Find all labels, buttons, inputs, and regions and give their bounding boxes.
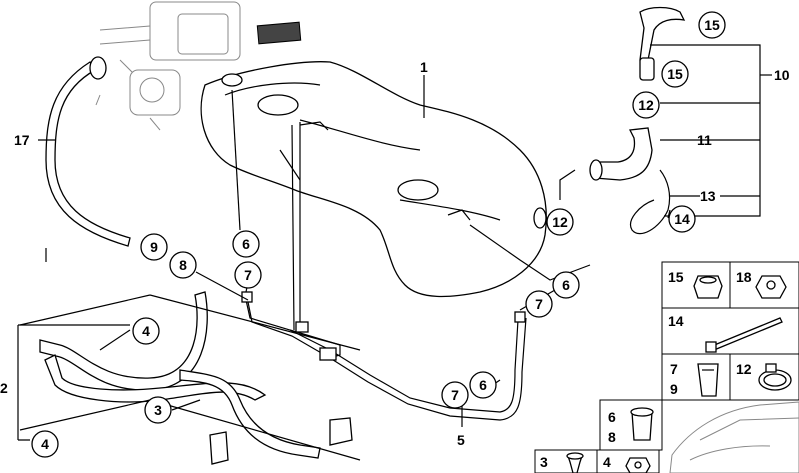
callout-12a-text: 12 — [552, 214, 568, 230]
callout-15b-text: 15 — [667, 66, 683, 82]
callout-6c: 6 — [552, 271, 580, 299]
legend-15: 15 — [668, 269, 684, 285]
label-13: 13 — [700, 188, 716, 204]
tank-strap-rear — [44, 354, 267, 403]
vehicle-outline-ghost — [669, 401, 799, 473]
legend-8: 8 — [608, 429, 616, 445]
legend-9: 9 — [670, 381, 678, 397]
callout-6a-text: 6 — [242, 236, 250, 252]
callout-6b-text: 6 — [479, 377, 487, 393]
callout-4a: 4 — [132, 317, 160, 345]
callout-15a: 15 — [698, 11, 726, 39]
callout-12b-text: 12 — [638, 97, 654, 113]
legend-14: 14 — [668, 313, 684, 329]
label-5: 5 — [457, 432, 465, 448]
callout-7c: 7 — [525, 290, 553, 318]
hose-17 — [45, 61, 131, 247]
legend-6: 6 — [608, 409, 616, 425]
legend-18: 18 — [736, 269, 752, 285]
callout-12b: 12 — [632, 91, 660, 119]
callout-7c-text: 7 — [535, 296, 543, 312]
clip-7-9-icon — [697, 363, 719, 397]
callout-4b: 4 — [31, 430, 59, 458]
callout-14-text: 14 — [674, 211, 690, 227]
callout-3: 3 — [144, 396, 172, 424]
callout-7b: 7 — [441, 381, 469, 409]
legend-3: 3 — [540, 454, 548, 470]
callout-8: 8 — [169, 251, 197, 279]
legend-7: 7 — [670, 361, 678, 377]
tank-strap-3 — [179, 369, 321, 459]
callout-4a-text: 4 — [142, 323, 150, 339]
label-11: 11 — [697, 132, 712, 148]
callout-7b-text: 7 — [451, 387, 459, 403]
legend-12: 12 — [736, 361, 752, 377]
filler-neck-11 — [594, 127, 653, 181]
parts-legend: 15 18 14 7 9 12 6 8 3 4 — [534, 261, 799, 473]
legend-4: 4 — [603, 454, 611, 470]
callout-9-text: 9 — [150, 239, 158, 255]
filler-pipe — [639, 6, 686, 61]
carbon-canister-ghost — [95, 1, 241, 131]
callout-3-text: 3 — [154, 402, 162, 418]
label-2: 2 — [0, 380, 8, 396]
label-plate — [256, 21, 302, 45]
callout-6b: 6 — [469, 371, 497, 399]
callout-12a: 12 — [546, 208, 574, 236]
callout-8-text: 8 — [179, 257, 187, 273]
label-17: 17 — [14, 132, 30, 148]
fuel-tank — [200, 61, 547, 298]
callout-14: 14 — [668, 205, 696, 233]
callout-6a: 6 — [232, 230, 260, 258]
callout-7a-text: 7 — [244, 267, 252, 283]
tank-strap-front — [39, 291, 208, 391]
label-10: 10 — [774, 67, 790, 83]
callout-15a-text: 15 — [704, 17, 720, 33]
callout-7a: 7 — [234, 261, 262, 289]
label-1: 1 — [420, 59, 428, 75]
vent-line-13 — [630, 169, 671, 235]
callout-9: 9 — [140, 233, 168, 261]
callout-4b-text: 4 — [41, 436, 49, 452]
callout-6c-text: 6 — [562, 277, 570, 293]
callout-15b: 15 — [661, 60, 689, 88]
